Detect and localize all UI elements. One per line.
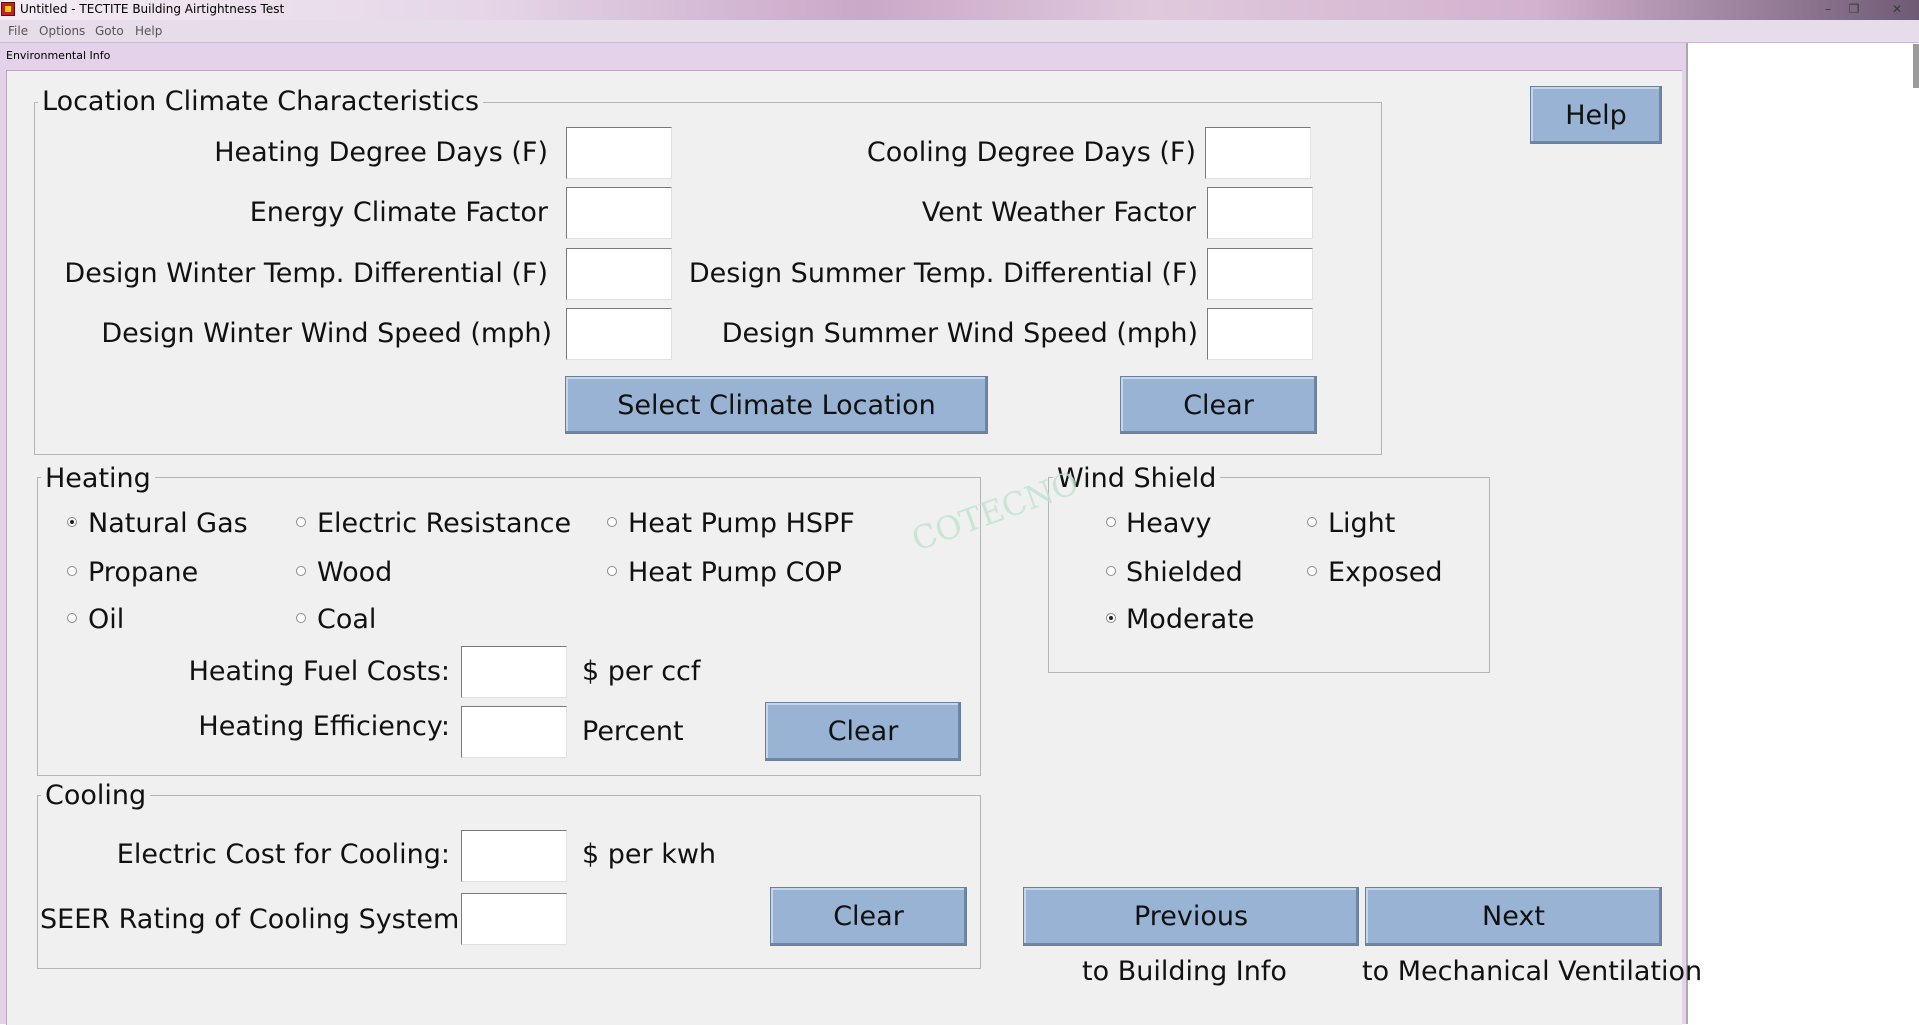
wood-radio[interactable] (296, 566, 306, 576)
light-radio[interactable] (1307, 517, 1317, 527)
oil-radio[interactable] (67, 613, 77, 623)
form-title: Environmental Info (6, 49, 111, 62)
design-winter-wind-input[interactable] (566, 308, 672, 360)
exposed-label[interactable]: Exposed (1328, 557, 1443, 588)
wood-label[interactable]: Wood (317, 557, 393, 588)
cooling-group (37, 795, 981, 969)
help-button[interactable]: Help (1530, 86, 1662, 144)
minimize-button[interactable]: – (1825, 2, 1831, 16)
wind-shield-title: Wind Shield (1053, 463, 1221, 495)
heating-efficiency-label: Heating Efficiency: (198, 711, 450, 742)
electric-cost-label: Electric Cost for Cooling: (116, 839, 450, 870)
electric-cost-unit: $ per kwh (582, 839, 717, 870)
scrollbar-thumb[interactable] (1913, 44, 1919, 88)
cooling-degree-days-input[interactable] (1205, 127, 1311, 179)
design-summer-temp-label: Design Summer Temp. Differential (F) (688, 258, 1198, 289)
exposed-radio[interactable] (1307, 566, 1317, 576)
cooling-title: Cooling (41, 780, 151, 812)
location-climate-title: Location Climate Characteristics (38, 86, 484, 118)
heavy-label[interactable]: Heavy (1126, 508, 1212, 539)
previous-button[interactable]: Previous (1023, 887, 1359, 946)
wind-shield-group (1048, 477, 1490, 673)
app-icon[interactable] (1, 2, 15, 16)
natural-gas-label[interactable]: Natural Gas (88, 508, 248, 539)
window-title: Untitled - TECTITE Building Airtightness… (20, 2, 285, 16)
heating-title: Heating (41, 463, 155, 495)
design-summer-wind-input[interactable] (1207, 308, 1313, 360)
right-panel (1686, 43, 1919, 1024)
shielded-radio[interactable] (1106, 566, 1116, 576)
electric-resistance-label[interactable]: Electric Resistance (317, 508, 572, 539)
previous-caption: to Building Info (1082, 956, 1287, 987)
vent-weather-factor-label: Vent Weather Factor (921, 197, 1196, 228)
design-summer-wind-label: Design Summer Wind Speed (mph) (721, 318, 1198, 349)
electric-resistance-radio[interactable] (296, 517, 306, 527)
light-label[interactable]: Light (1328, 508, 1396, 539)
cooling-clear-button[interactable]: Clear (770, 887, 967, 946)
heavy-radio[interactable] (1106, 517, 1116, 527)
heating-efficiency-input[interactable] (461, 706, 567, 758)
natural-gas-radio[interactable] (67, 517, 77, 527)
menu-file[interactable]: File (8, 24, 29, 38)
next-button[interactable]: Next (1365, 887, 1662, 946)
seer-rating-label: SEER Rating of Cooling System: (40, 904, 469, 935)
select-climate-location-button[interactable]: Select Climate Location (565, 376, 988, 434)
moderate-radio[interactable] (1106, 613, 1116, 623)
design-winter-wind-label: Design Winter Wind Speed (mph) (101, 318, 552, 349)
moderate-label[interactable]: Moderate (1126, 604, 1255, 635)
propane-label[interactable]: Propane (88, 557, 199, 588)
menu-help[interactable]: Help (135, 24, 163, 38)
heat-pump-hspf-radio[interactable] (607, 517, 617, 527)
form-area (6, 70, 1682, 1025)
design-winter-temp-label: Design Winter Temp. Differential (F) (64, 258, 548, 289)
next-caption: to Mechanical Ventilation (1362, 956, 1703, 987)
heating-degree-days-input[interactable] (566, 127, 672, 179)
design-winter-temp-input[interactable] (566, 248, 672, 300)
panel-divider (1686, 43, 1688, 1024)
coal-label[interactable]: Coal (317, 604, 377, 635)
title-bar (0, 0, 1919, 20)
menu-bar (0, 20, 1919, 43)
coal-radio[interactable] (296, 613, 306, 623)
close-button[interactable]: ✕ (1891, 2, 1903, 16)
menu-options[interactable]: Options (39, 24, 86, 38)
cooling-degree-days-label: Cooling Degree Days (F) (866, 137, 1196, 168)
seer-rating-input[interactable] (461, 893, 567, 945)
vent-weather-factor-input[interactable] (1207, 187, 1313, 239)
design-summer-temp-input[interactable] (1207, 248, 1313, 300)
menu-goto[interactable]: Goto (95, 24, 124, 38)
heat-pump-cop-radio[interactable] (607, 566, 617, 576)
heat-pump-hspf-label[interactable]: Heat Pump HSPF (628, 508, 855, 539)
restore-button[interactable]: ❐ (1848, 2, 1860, 16)
location-climate-group (34, 102, 1382, 455)
heating-fuel-costs-input[interactable] (461, 646, 567, 698)
heating-efficiency-unit: Percent (582, 716, 684, 747)
heating-group (37, 477, 981, 776)
propane-radio[interactable] (67, 566, 77, 576)
oil-label[interactable]: Oil (88, 604, 125, 635)
heating-clear-button[interactable]: Clear (765, 702, 961, 761)
heating-degree-days-label: Heating Degree Days (F) (214, 137, 548, 168)
heat-pump-cop-label[interactable]: Heat Pump COP (628, 557, 842, 588)
shielded-label[interactable]: Shielded (1126, 557, 1243, 588)
energy-climate-factor-input[interactable] (566, 187, 672, 239)
electric-cost-input[interactable] (461, 830, 567, 882)
heating-fuel-costs-label: Heating Fuel Costs: (188, 656, 450, 687)
heating-fuel-costs-unit: $ per ccf (582, 656, 701, 687)
energy-climate-factor-label: Energy Climate Factor (249, 197, 548, 228)
location-clear-button[interactable]: Clear (1120, 376, 1317, 434)
